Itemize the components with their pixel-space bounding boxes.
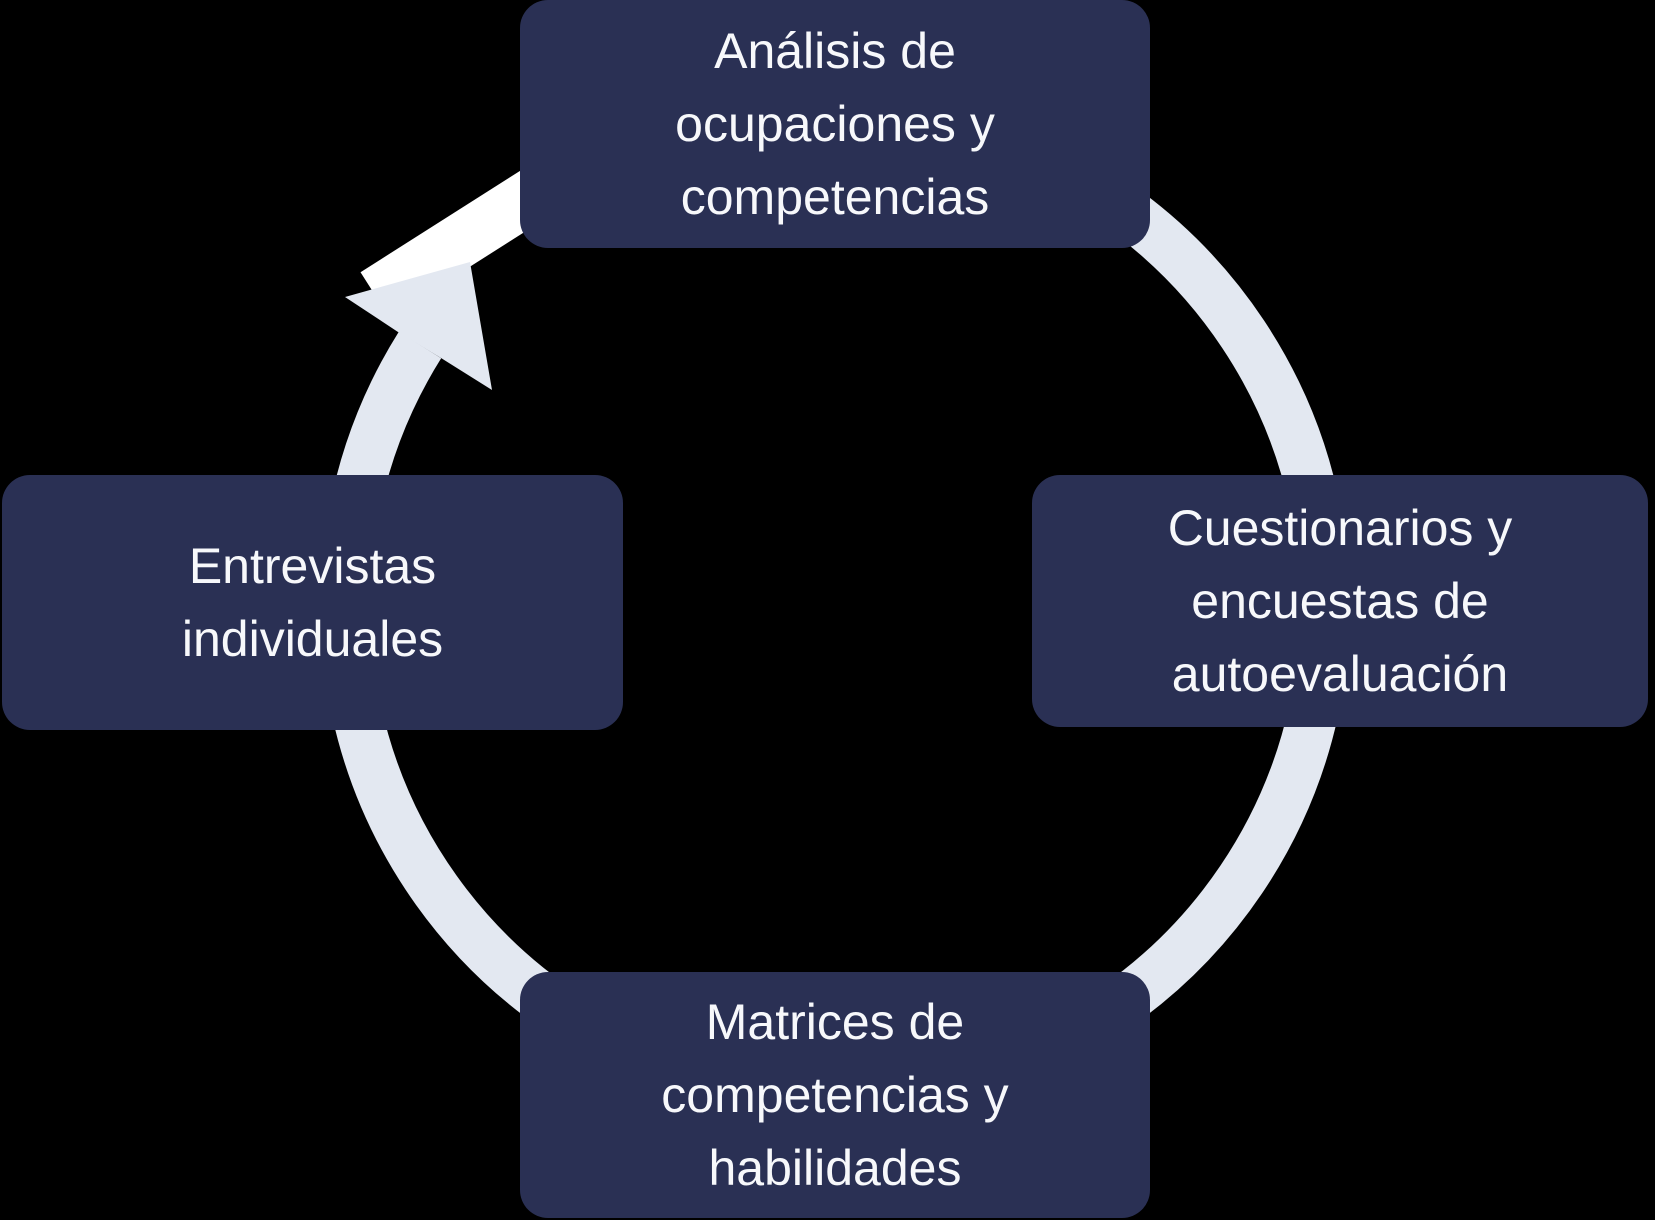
node-matrices-competencias: Matrices de competencias y habilidades xyxy=(520,972,1150,1218)
node-entrevistas-individuales: Entrevistas individuales xyxy=(2,475,623,730)
node-cuestionarios-label: Cuestionarios y encuestas de autoevaluac… xyxy=(1167,499,1513,702)
node-analisis-ocupaciones: Análisis de ocupaciones y competencias xyxy=(520,0,1150,248)
node-cuestionarios-encuestas: Cuestionarios y encuestas de autoevaluac… xyxy=(1032,475,1648,727)
node-analisis-label: Análisis de ocupaciones y competencias xyxy=(675,22,995,225)
arrow-head-icon xyxy=(345,262,492,390)
node-matrices-label: Matrices de competencias y habilidades xyxy=(661,993,1009,1196)
node-entrevistas-label: Entrevistas individuales xyxy=(181,537,444,667)
